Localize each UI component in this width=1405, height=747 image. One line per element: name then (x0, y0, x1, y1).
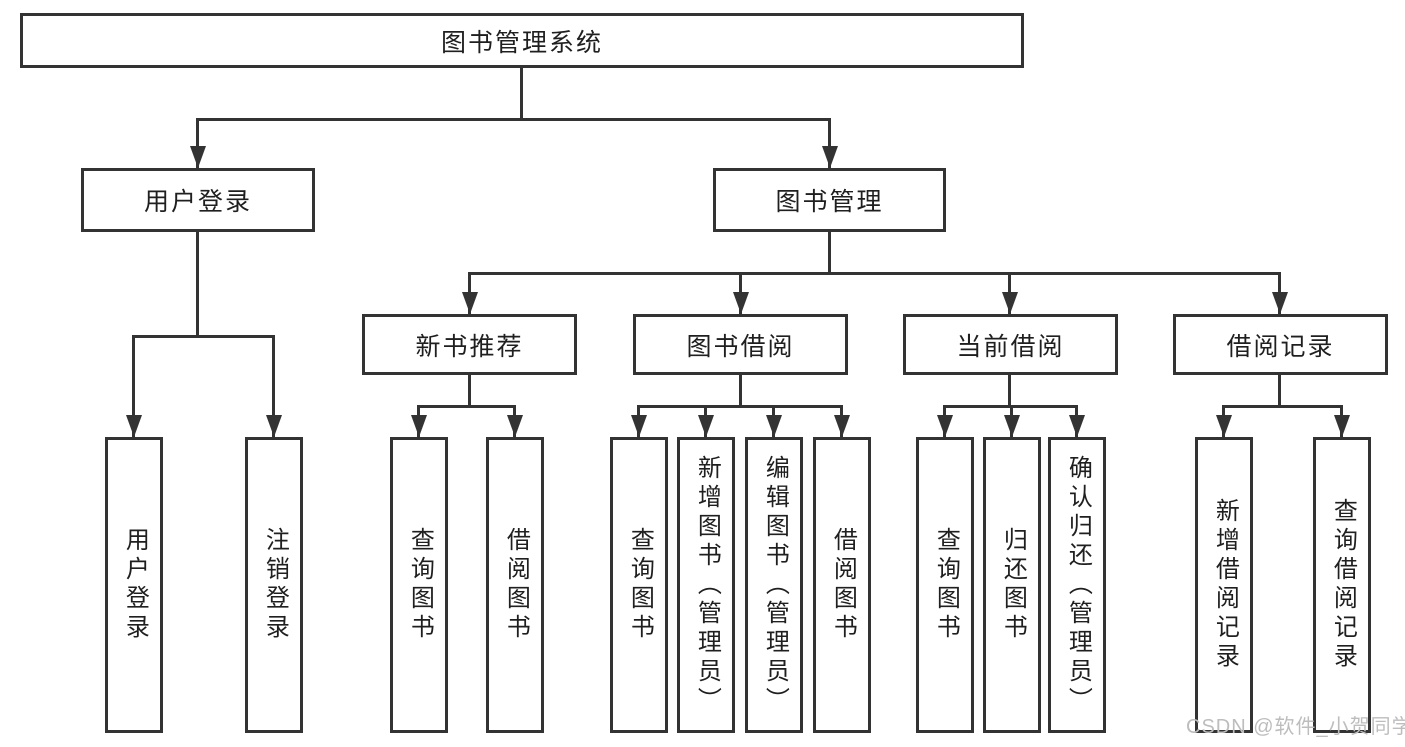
connector-line (520, 67, 523, 120)
node-user-login: 用户登录 (81, 168, 315, 232)
arrow-down-icon (1272, 292, 1288, 314)
leaf-label: 确认归还（管理员） (1064, 454, 1092, 716)
leaf-borrow-books-recommend: 借阅图书 (486, 437, 544, 733)
leaf-label: 用户登录 (121, 527, 149, 643)
node-book-management: 图书管理 (713, 168, 946, 232)
node-book-borrowing: 图书借阅 (633, 314, 848, 375)
node-label: 图书管理 (775, 188, 884, 216)
connector-line (1008, 375, 1011, 408)
arrow-down-icon (1004, 415, 1020, 437)
connector-line (1222, 405, 1343, 408)
leaf-query-books-borrowing: 查询图书 (610, 437, 668, 733)
leaf-query-books-current: 查询图书 (916, 437, 974, 733)
leaf-return-books: 归还图书 (983, 437, 1041, 733)
arrow-down-icon (1216, 415, 1232, 437)
arrow-down-icon (1069, 415, 1085, 437)
arrow-down-icon (507, 415, 523, 437)
arrow-down-icon (822, 146, 838, 168)
arrow-down-icon (766, 415, 782, 437)
connector-line (417, 405, 516, 408)
node-label: 用户登录 (143, 188, 252, 216)
arrow-down-icon (1334, 415, 1350, 437)
leaf-label: 查询图书 (406, 527, 434, 643)
connector-line (196, 118, 831, 121)
arrow-down-icon (411, 415, 427, 437)
arrow-down-icon (834, 415, 850, 437)
connector-line (943, 405, 1078, 408)
connector-line (132, 335, 135, 437)
node-current-borrowing: 当前借阅 (903, 314, 1118, 375)
node-new-book-recommendation: 新书推荐 (362, 314, 577, 375)
connector-line (272, 335, 275, 437)
connector-line (1278, 375, 1281, 408)
arrow-down-icon (937, 415, 953, 437)
watermark: CSDN @软件_小贺同学 (1186, 716, 1405, 738)
connector-line (468, 272, 1281, 275)
connector-line (468, 375, 471, 408)
leaf-label: 查询借阅记录 (1329, 498, 1357, 672)
arrow-down-icon (698, 415, 714, 437)
node-label: 新书推荐 (415, 332, 524, 361)
connector-line (739, 375, 742, 408)
leaf-label: 查询图书 (626, 527, 654, 643)
node-library-management-system: 图书管理系统 (20, 13, 1024, 68)
connector-line (828, 118, 831, 168)
leaf-label: 新增借阅记录 (1211, 498, 1239, 672)
leaf-confirm-return-admin: 确认归还（管理员） (1048, 437, 1106, 733)
arrow-down-icon (126, 415, 142, 437)
arrow-down-icon (631, 415, 647, 437)
leaf-label: 归还图书 (999, 527, 1027, 643)
leaf-label: 注销登录 (261, 527, 289, 643)
connector-line (828, 232, 831, 275)
node-borrowing-records: 借阅记录 (1173, 314, 1388, 375)
node-label: 图书借阅 (686, 332, 795, 361)
arrow-down-icon (1002, 292, 1018, 314)
node-label: 图书管理系统 (440, 28, 603, 57)
node-label: 当前借阅 (956, 332, 1065, 361)
leaf-logout: 注销登录 (245, 437, 303, 733)
connector-line (637, 405, 843, 408)
leaf-add-book-admin: 新增图书（管理员） (677, 437, 735, 733)
leaf-label: 新增图书（管理员） (693, 454, 721, 716)
leaf-label: 编辑图书（管理员） (761, 454, 789, 716)
arrow-down-icon (462, 292, 478, 314)
connector-line (196, 118, 199, 168)
leaf-label: 借阅图书 (502, 527, 530, 643)
leaf-label: 查询图书 (932, 527, 960, 643)
leaf-query-borrow-record: 查询借阅记录 (1313, 437, 1371, 733)
leaf-label: 借阅图书 (829, 527, 857, 643)
connector-line (196, 232, 199, 338)
node-label: 借阅记录 (1226, 332, 1335, 361)
arrow-down-icon (190, 146, 206, 168)
connector-line (132, 335, 275, 338)
leaf-borrow-books-borrowing: 借阅图书 (813, 437, 871, 733)
arrow-down-icon (266, 415, 282, 437)
leaf-edit-book-admin: 编辑图书（管理员） (745, 437, 803, 733)
leaf-add-borrow-record: 新增借阅记录 (1195, 437, 1253, 733)
arrow-down-icon (733, 292, 749, 314)
leaf-user-login: 用户登录 (105, 437, 163, 733)
leaf-query-books-recommend: 查询图书 (390, 437, 448, 733)
